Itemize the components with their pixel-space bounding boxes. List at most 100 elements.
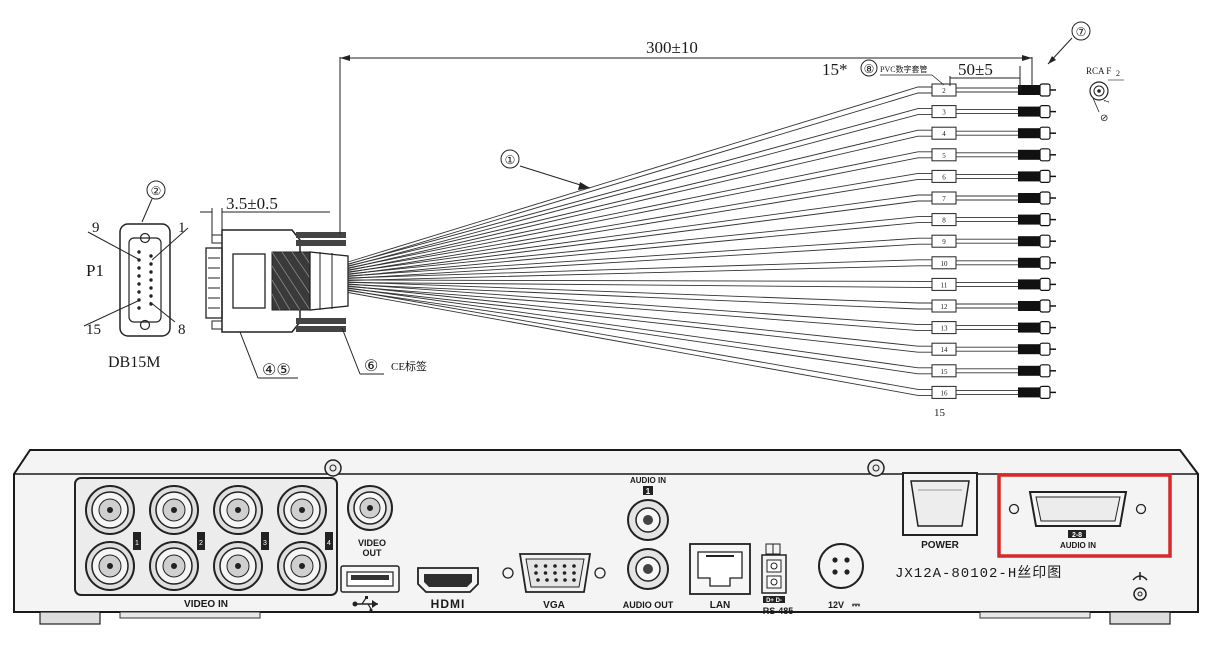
audio-out-rca[interactable]	[627, 548, 669, 590]
sleeve-callout: 15* ⑧ PVC数字套管	[822, 59, 945, 86]
video-in-bnc[interactable]	[85, 541, 135, 591]
dim-total: 300±10	[339, 38, 1033, 234]
video-in-bnc[interactable]	[213, 485, 263, 535]
rca-detail: RCA F 2 1 ⊘	[1086, 66, 1124, 124]
screw-icon	[867, 459, 885, 477]
audio-in-rca[interactable]	[627, 499, 669, 541]
pin-label-15: 15	[86, 322, 101, 338]
rca-sub: 2	[1116, 69, 1120, 78]
rca-pin: 1	[1101, 98, 1111, 105]
video-in-bnc[interactable]	[277, 541, 327, 591]
dc-label: 12V	[828, 600, 844, 610]
sleeve-number: 14	[941, 346, 949, 354]
wire-channel-4: 4	[347, 126, 1056, 269]
video-in-bnc[interactable]	[213, 541, 263, 591]
rs485-terminal[interactable]	[761, 543, 787, 594]
lan-port[interactable]	[689, 543, 751, 595]
wire-channel-7: 7	[347, 191, 1056, 275]
hdmi-label: HDMI	[431, 597, 466, 611]
sleeve-number: 4	[942, 130, 946, 138]
sleeve-number: 8	[942, 217, 946, 225]
callout-7-label: ⑦	[1076, 25, 1087, 39]
video-in-bnc[interactable]	[149, 541, 199, 591]
video-in-bnc[interactable]	[85, 485, 135, 535]
channel-marker: 2	[199, 540, 203, 547]
sleeve-number: 13	[941, 325, 949, 333]
rca-plug-icon	[1018, 364, 1056, 378]
audio-in-number-badge	[643, 486, 653, 495]
db15-audio-in-label: AUDIO IN	[1060, 541, 1096, 550]
foot-right	[1109, 611, 1171, 625]
callout-1: ①	[500, 149, 591, 190]
ground-screw-icon	[1133, 587, 1147, 601]
wire-channel-9: 9	[347, 234, 1056, 279]
wire-channel-5: 5	[347, 148, 1056, 271]
sleeve-number: 9	[942, 238, 946, 246]
wire-channel-15: 15	[347, 287, 1056, 378]
db15-side-view: 3.5±0.5 ④⑤ ⑥ CE标签	[200, 194, 427, 379]
sleeve-number: 15	[941, 368, 949, 376]
wire-channel-8: 8	[347, 213, 1056, 277]
video-out-bnc[interactable]	[347, 485, 393, 531]
sleeve-number: 2	[942, 87, 946, 95]
sleeve-number: 3	[942, 109, 946, 117]
pin-label-8: 8	[178, 322, 186, 338]
hdmi-port[interactable]	[417, 567, 479, 593]
rca-plug-icon	[1018, 234, 1056, 248]
dim-tail: 50±5	[949, 60, 1021, 90]
dim-total-length: 300±10	[646, 38, 698, 57]
sleeve-number: 12	[941, 303, 949, 311]
ground-icon	[1132, 572, 1148, 581]
video-in-label: VIDEO IN	[184, 599, 228, 610]
callout-8: ⑧	[864, 62, 875, 76]
wire-channel-2: 2	[347, 83, 1056, 265]
callout-1-label: ①	[505, 153, 516, 167]
wire-channel-3: 3	[347, 104, 1056, 267]
audio-in-top-number: 1	[646, 487, 651, 496]
callout-2: ②	[151, 184, 162, 198]
rca-plug-icon	[1018, 126, 1056, 140]
rs485-pins: D+ D-	[766, 598, 782, 604]
sleeve-number: 6	[942, 173, 946, 181]
rca-plug-icon	[1018, 104, 1056, 119]
rca-plug-icon	[1018, 213, 1056, 227]
sleeve-number: 7	[942, 195, 946, 203]
rca-plug-icon	[1089, 81, 1109, 101]
db15-audio-in-port[interactable]	[1008, 491, 1147, 527]
db15-audio-in-number: 2-8	[1072, 532, 1082, 539]
dim-plug-length: 3.5±0.5	[226, 194, 278, 213]
channel-marker: 3	[263, 540, 267, 547]
mount-hole-icon	[139, 319, 151, 331]
wire-channel-10: 10	[347, 256, 1056, 281]
rca-plug-icon	[1018, 169, 1056, 183]
power-switch[interactable]	[902, 472, 978, 536]
video-in-bnc[interactable]	[277, 485, 327, 535]
sleeve-number: 5	[942, 152, 946, 160]
ce-label: CE标签	[391, 359, 427, 373]
rca-plug-icon	[1018, 191, 1056, 205]
port-label: P1	[86, 261, 104, 280]
channel-marker: 1	[135, 540, 139, 547]
usb-port[interactable]	[340, 565, 400, 593]
sleeve-count: 15*	[822, 60, 848, 79]
pin-label-9: 9	[92, 220, 100, 236]
foot-left	[39, 611, 101, 625]
sleeve-number: 16	[941, 389, 949, 397]
vga-port[interactable]	[502, 553, 606, 593]
rca-label: RCA F	[1086, 66, 1111, 76]
dc-power-jack[interactable]	[818, 543, 864, 589]
rca-ring: ⊘	[1100, 113, 1108, 124]
sleeve-number: 11	[941, 281, 948, 289]
wire-channel-13: 13	[347, 283, 1056, 335]
rca-plug-icon	[1018, 342, 1056, 356]
model-text: JX12A-80102-H丝印图	[895, 565, 1062, 582]
cut-off-number: 15	[934, 407, 946, 419]
usb-icon	[352, 596, 378, 612]
dim-tail-length: 50±5	[958, 60, 993, 79]
screw-icon	[324, 459, 342, 477]
video-in-bnc[interactable]	[149, 485, 199, 535]
db15-pins	[137, 250, 153, 310]
